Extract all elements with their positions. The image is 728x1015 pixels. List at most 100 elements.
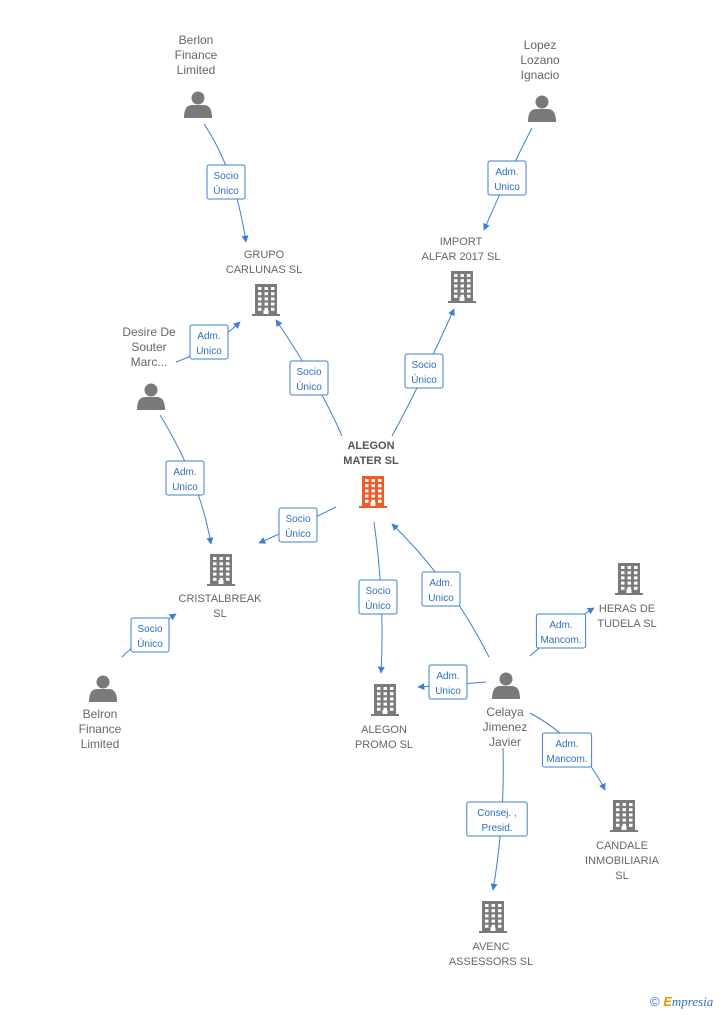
node-label: Belron: [83, 707, 118, 721]
edge-label-box[interactable]: [130, 617, 170, 653]
edge-label-box[interactable]: [466, 801, 528, 837]
node-alegon-mater[interactable]: ALEGON MATER SL: [343, 440, 399, 508]
edge-label-box[interactable]: [541, 732, 593, 768]
edge-label-text: Adm.: [555, 739, 578, 750]
nodes-layer: ALEGON MATER SL GRUPO CARLUNAS SL IMPORTALFA…: [79, 33, 660, 968]
node-label: CANDALE: [596, 840, 648, 852]
edge-label-text: Unico: [428, 593, 454, 604]
edge-label-text: Único: [296, 380, 322, 393]
edge-label-box[interactable]: [165, 460, 205, 496]
edge-label-box[interactable]: [278, 507, 318, 543]
edge-label-text: Presid.: [481, 823, 512, 834]
edge-label-text: Unico: [435, 686, 461, 697]
edge-label-text: Único: [285, 527, 311, 540]
node-label: AVENC: [472, 941, 509, 953]
edge-e6: Adm.Unico: [159, 414, 214, 545]
edge-label-text: Consej. ,: [477, 808, 516, 819]
person-icon: [137, 383, 165, 410]
node-label: Berlon: [179, 33, 214, 47]
edge-e10: Adm. Unico: [391, 523, 490, 658]
edge-label-text: Único: [365, 599, 391, 612]
edge-label-box[interactable]: [487, 160, 527, 196]
brand-logo-initial: E: [663, 994, 672, 1009]
node-alegon-promo[interactable]: ALEGON PROMO SL: [355, 684, 413, 751]
node-label: Marc...: [131, 355, 168, 369]
node-grupo-carlunas[interactable]: GRUPO CARLUNAS SL: [226, 249, 302, 316]
edge-e2: Adm. Unico: [483, 127, 533, 231]
edge-label-box[interactable]: [206, 164, 246, 200]
edge-label-box[interactable]: [189, 324, 229, 360]
edge-e14: Consej. , Presid.: [466, 747, 528, 891]
building-icon: [207, 554, 235, 586]
edge-label-box[interactable]: [289, 360, 329, 396]
node-label: CARLUNAS SL: [226, 264, 302, 276]
edges-layer: SocioÚnicoAdm.UnicoAdm.UnicoSocioÚnicoSo…: [121, 123, 606, 891]
building-icon: [479, 901, 507, 933]
edge-label-text: Único: [411, 373, 437, 386]
edge-label-text: Adm.: [173, 467, 196, 478]
brand-logo-text: mpresia: [671, 994, 714, 1009]
edge-label-text: Adm.: [436, 671, 459, 682]
edge-label-text: Socio: [365, 586, 390, 597]
node-label: Javier: [489, 735, 521, 749]
node-label: Jimenez: [483, 720, 528, 734]
node-label: ALEGON: [347, 440, 394, 452]
building-icon: [448, 271, 476, 303]
person-icon: [89, 675, 117, 702]
edge-label-box[interactable]: [421, 571, 461, 607]
node-label: Desire De: [122, 325, 176, 339]
node-label: GRUPO: [244, 249, 285, 261]
edge-label-text: Socio: [213, 171, 238, 182]
edge-label-box[interactable]: [428, 664, 468, 700]
node-label: Limited: [81, 737, 120, 751]
node-label: INMOBILIARIA: [585, 855, 660, 867]
node-label: HERAS DE: [599, 603, 655, 615]
edge-label-text: Unico: [196, 346, 222, 357]
edge-label-text: Adm.: [429, 578, 452, 589]
person-icon: [492, 672, 520, 699]
edge-label-box[interactable]: [404, 353, 444, 389]
edge-label-box[interactable]: [535, 613, 587, 649]
node-label: ALFAR 2017 SL: [422, 251, 501, 263]
person-icon: [528, 95, 556, 122]
edge-label-text: Socio: [296, 367, 321, 378]
copyright-icon: ©: [650, 994, 660, 1009]
node-label: ALEGON: [361, 724, 407, 736]
edge-label-text: Unico: [494, 182, 520, 193]
node-label: PROMO SL: [355, 739, 413, 751]
edge-label-text: Socio: [285, 514, 310, 525]
node-label: Lopez: [524, 38, 557, 52]
node-label: Finance: [175, 48, 218, 62]
building-icon: [359, 476, 387, 508]
building-icon: [252, 284, 280, 316]
node-label: MATER SL: [343, 455, 399, 467]
copyright-footer: © Empresia: [650, 994, 713, 1010]
edge-e3: Adm.Unico: [175, 321, 241, 363]
building-icon: [371, 684, 399, 716]
node-desire[interactable]: Desire DeSouterMarc...: [122, 325, 176, 410]
edge-label-text: Adm.: [495, 167, 518, 178]
edge-e12: Adm. Unico: [417, 664, 487, 700]
edge-label-text: Único: [137, 637, 163, 650]
edge-label-text: Mancom.: [546, 754, 587, 765]
person-icon: [184, 91, 212, 118]
node-label: Souter: [131, 340, 166, 354]
building-icon: [615, 563, 643, 595]
edge-label-box[interactable]: [358, 579, 398, 615]
node-label: Limited: [177, 63, 216, 77]
edge-label-text: Mancom.: [540, 635, 581, 646]
